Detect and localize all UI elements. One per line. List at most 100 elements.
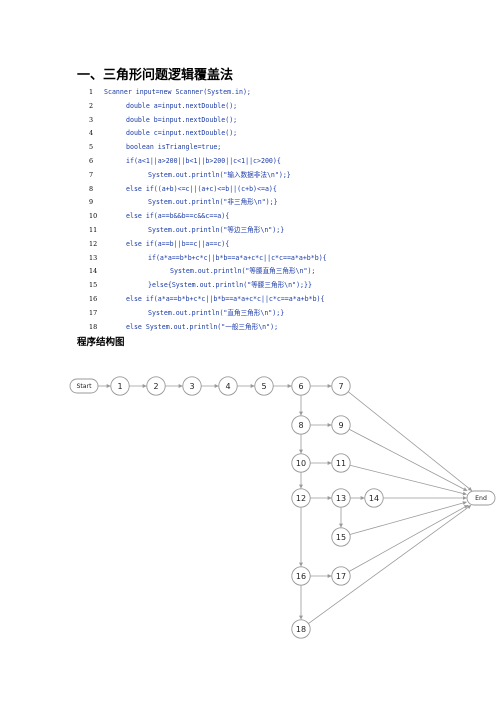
subsection-title: 程序结构图 xyxy=(77,337,125,348)
line-number: 16 xyxy=(89,294,98,303)
node-shape xyxy=(364,488,384,508)
node-shape xyxy=(291,488,311,508)
line-number: 11 xyxy=(89,225,98,234)
line-number: 8 xyxy=(89,184,94,193)
code-line: 14 System.out.println("等腰直角三角形\n"); xyxy=(89,265,472,279)
code-line: 2 double a=input.nextDouble(); xyxy=(89,100,472,114)
node-shape xyxy=(291,376,311,396)
node-n5: 5 xyxy=(254,376,274,396)
node-n14: 14 xyxy=(364,488,384,508)
code-text: boolean isTriangle=true; xyxy=(126,143,222,152)
edge-n7-end xyxy=(347,391,473,492)
node-label: 8 xyxy=(298,421,303,430)
node-shape xyxy=(331,376,351,396)
code-line: 1 Scanner input=new Scanner(System.in); xyxy=(89,86,472,100)
node-n12: 12 xyxy=(291,488,311,508)
code-text: System.out.println("等腰直角三角形\n"); xyxy=(170,267,316,276)
node-label: 13 xyxy=(336,494,346,503)
code-text: System.out.println("等边三角形\n");} xyxy=(148,225,285,234)
edge-n9-end xyxy=(348,428,468,492)
node-n13: 13 xyxy=(331,488,351,508)
code-line: 18 else System.out.println("一般三角形\n"); xyxy=(89,321,472,335)
node-n3: 3 xyxy=(182,376,202,396)
code-text: System.out.println("输入数据非法\n");} xyxy=(148,170,291,179)
node-label: 7 xyxy=(338,382,343,391)
node-shape xyxy=(331,527,351,547)
code-text: System.out.println("非三角形\n");} xyxy=(148,198,278,207)
line-number: 5 xyxy=(89,143,94,152)
node-label: 16 xyxy=(296,572,306,581)
node-n1: 1 xyxy=(110,376,130,396)
node-n8: 8 xyxy=(291,415,311,435)
code-line: 11 System.out.println("等边三角形\n");} xyxy=(89,224,472,238)
code-text: else if(a==b&&b==c&&c==a){ xyxy=(126,212,230,221)
line-number: 14 xyxy=(89,267,98,276)
node-label: 1 xyxy=(117,382,122,391)
section-title: 一、三角形问题逻辑覆盖法 xyxy=(77,68,234,83)
node-label: 2 xyxy=(153,382,158,391)
node-shape xyxy=(291,453,311,473)
line-number: 9 xyxy=(89,198,94,207)
node-label: 4 xyxy=(225,382,230,391)
node-label: 18 xyxy=(296,625,306,634)
node-label: 17 xyxy=(336,572,346,581)
line-number: 1 xyxy=(89,88,94,96)
line-number: 15 xyxy=(89,281,98,290)
line-number: 4 xyxy=(89,129,94,138)
code-text: else if((a+b)<=c||(a+c)<=b||(c+b)<=a){ xyxy=(126,184,277,193)
node-shape xyxy=(182,376,202,396)
code-line: 9 System.out.println("非三角形\n");} xyxy=(89,196,472,210)
node-n7: 7 xyxy=(331,376,351,396)
node-shape xyxy=(331,453,351,473)
node-shape xyxy=(331,415,351,435)
code-text: Scanner input=new Scanner(System.in); xyxy=(104,88,251,96)
node-n4: 4 xyxy=(218,376,238,396)
line-number: 3 xyxy=(89,115,94,124)
code-line: 10 else if(a==b&&b==c&&c==a){ xyxy=(89,210,472,224)
node-n2: 2 xyxy=(146,376,166,396)
node-n11: 11 xyxy=(331,453,351,473)
node-shape xyxy=(218,376,238,396)
code-text: System.out.println("直角三角形\n");} xyxy=(148,308,285,317)
code-text: double c=input.nextDouble(); xyxy=(126,129,238,138)
node-shape xyxy=(466,490,496,506)
line-number: 17 xyxy=(89,308,98,317)
edge-n15-end xyxy=(349,501,467,535)
code-line: 12 else if(a==b||b==c||a==c){ xyxy=(89,238,472,252)
node-shape xyxy=(291,566,311,586)
line-number: 12 xyxy=(89,239,98,248)
node-n15: 15 xyxy=(331,527,351,547)
line-number: 6 xyxy=(89,156,94,165)
node-label: 14 xyxy=(369,494,379,503)
node-label: 6 xyxy=(298,382,303,391)
node-label: 9 xyxy=(338,421,343,430)
node-label: End xyxy=(475,495,487,502)
node-label: 5 xyxy=(261,382,266,391)
node-label: Start xyxy=(76,383,92,390)
line-number: 18 xyxy=(89,322,98,331)
code-line: 15 }else{System.out.println("等腰三角形\n");}} xyxy=(89,279,472,293)
node-shape xyxy=(291,619,311,639)
code-text: if(a<1||a>200||b<1||b>200||c<1||c>200){ xyxy=(126,156,281,165)
code-line: 6 if(a<1||a>200||b<1||b>200||c<1||c>200){ xyxy=(89,155,472,169)
code-listing: 1 Scanner input=new Scanner(System.in); 2 d… xyxy=(89,86,472,335)
code-text: else if(a==b||b==c||a==c){ xyxy=(126,239,230,248)
line-number: 10 xyxy=(89,212,98,221)
node-n17: 17 xyxy=(331,566,351,586)
code-line: 8 else if((a+b)<=c||(a+c)<=b||(c+b)<=a){ xyxy=(89,183,472,197)
node-n6: 6 xyxy=(291,376,311,396)
node-shape xyxy=(69,378,99,394)
node-start: Start xyxy=(69,378,99,394)
node-shape xyxy=(331,566,351,586)
code-text: }else{System.out.println("等腰三角形\n");}} xyxy=(148,281,312,290)
code-text: double a=input.nextDouble(); xyxy=(126,101,238,110)
node-shape xyxy=(291,415,311,435)
code-text: else System.out.println("一般三角形\n"); xyxy=(126,322,279,331)
code-line: 5 boolean isTriangle=true; xyxy=(89,141,472,155)
line-number: 2 xyxy=(89,101,94,110)
node-shape xyxy=(254,376,274,396)
node-n16: 16 xyxy=(291,566,311,586)
